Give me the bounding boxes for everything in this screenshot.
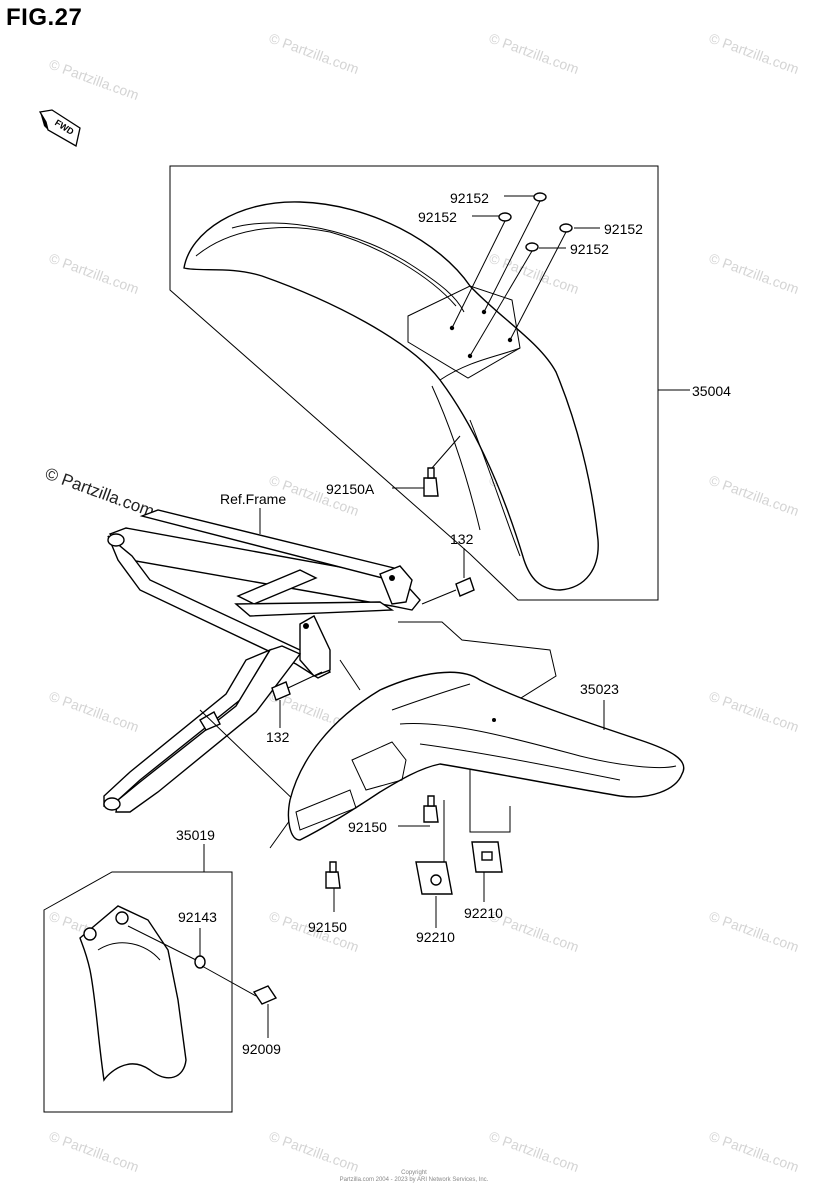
label-92009[interactable]: 92009 bbox=[242, 1041, 281, 1057]
flap-washer bbox=[127, 925, 206, 969]
flap-screw bbox=[201, 965, 278, 1038]
bolt-132-right bbox=[421, 548, 475, 605]
label-132-right[interactable]: 132 bbox=[450, 531, 474, 547]
watermark: © Partzilla.com bbox=[267, 30, 361, 77]
watermark: © Partzilla.com bbox=[487, 30, 581, 77]
label-92150a[interactable]: 92150A bbox=[326, 481, 375, 497]
bolt-132-left bbox=[271, 671, 323, 728]
front-fender bbox=[183, 201, 599, 591]
watermark: © Partzilla.com bbox=[707, 30, 801, 77]
copyright-footer: Copyright Partzilla.com 2004 - 2023 by A… bbox=[0, 1170, 828, 1184]
label-92143[interactable]: 92143 bbox=[178, 909, 217, 925]
label-35023[interactable]: 35023 bbox=[580, 681, 619, 697]
watermark: © Partzilla.com bbox=[707, 472, 801, 519]
rear-fender-group-outline bbox=[398, 621, 557, 833]
nut-a bbox=[415, 800, 453, 928]
watermark: © Partzilla.com bbox=[267, 1128, 361, 1175]
mud-flap-group-outline bbox=[43, 871, 233, 1113]
label-92152-d[interactable]: 92152 bbox=[570, 241, 609, 257]
watermark: © Partzilla.com bbox=[707, 250, 801, 297]
label-92150-b[interactable]: 92150 bbox=[308, 919, 347, 935]
front-fender-group-outline bbox=[169, 165, 659, 601]
copyright-line-2: Partzilla.com 2004 - 2023 by ARI Network… bbox=[339, 1177, 489, 1183]
watermark: © Partzilla.com bbox=[47, 688, 141, 735]
watermark: © Partzilla.com bbox=[487, 1128, 581, 1175]
label-92152-c[interactable]: 92152 bbox=[604, 221, 643, 237]
watermark: © Partzilla.com bbox=[487, 250, 581, 297]
label-92210-b[interactable]: 92210 bbox=[464, 905, 503, 921]
nut-b bbox=[471, 841, 503, 902]
label-92152-b[interactable]: 92152 bbox=[418, 209, 457, 225]
copyright-line-1: Copyright bbox=[401, 1170, 427, 1176]
label-35004[interactable]: 35004 bbox=[692, 383, 731, 399]
rear-fender-leader-b bbox=[339, 659, 361, 691]
watermark: © Partzilla.com bbox=[707, 688, 801, 735]
label-ref-frame: Ref.Frame bbox=[220, 491, 286, 507]
watermark: © Partzilla.com bbox=[47, 1128, 141, 1175]
rear-fender bbox=[287, 671, 685, 841]
watermark: © Partzilla.com bbox=[47, 250, 141, 297]
watermark-prominent: © Partzilla.com bbox=[43, 464, 157, 521]
fwd-arrow-icon: FWD bbox=[38, 109, 81, 148]
rear-bolt-a bbox=[398, 795, 439, 827]
figure-title: FIG.27 bbox=[6, 4, 83, 31]
frame bbox=[103, 509, 421, 813]
label-35019[interactable]: 35019 bbox=[176, 827, 215, 843]
label-132-left[interactable]: 132 bbox=[266, 729, 290, 745]
watermark: © Partzilla.com bbox=[707, 1128, 801, 1175]
rear-bolt-b bbox=[325, 861, 341, 912]
front-washers bbox=[451, 192, 600, 357]
watermark: © Partzilla.com bbox=[47, 56, 141, 103]
front-bolt bbox=[392, 435, 461, 497]
mud-flap bbox=[79, 905, 187, 1082]
label-92150-a[interactable]: 92150 bbox=[348, 819, 387, 835]
label-92152-a[interactable]: 92152 bbox=[450, 190, 489, 206]
label-92210-a[interactable]: 92210 bbox=[416, 929, 455, 945]
watermark: © Partzilla.com bbox=[707, 908, 801, 955]
